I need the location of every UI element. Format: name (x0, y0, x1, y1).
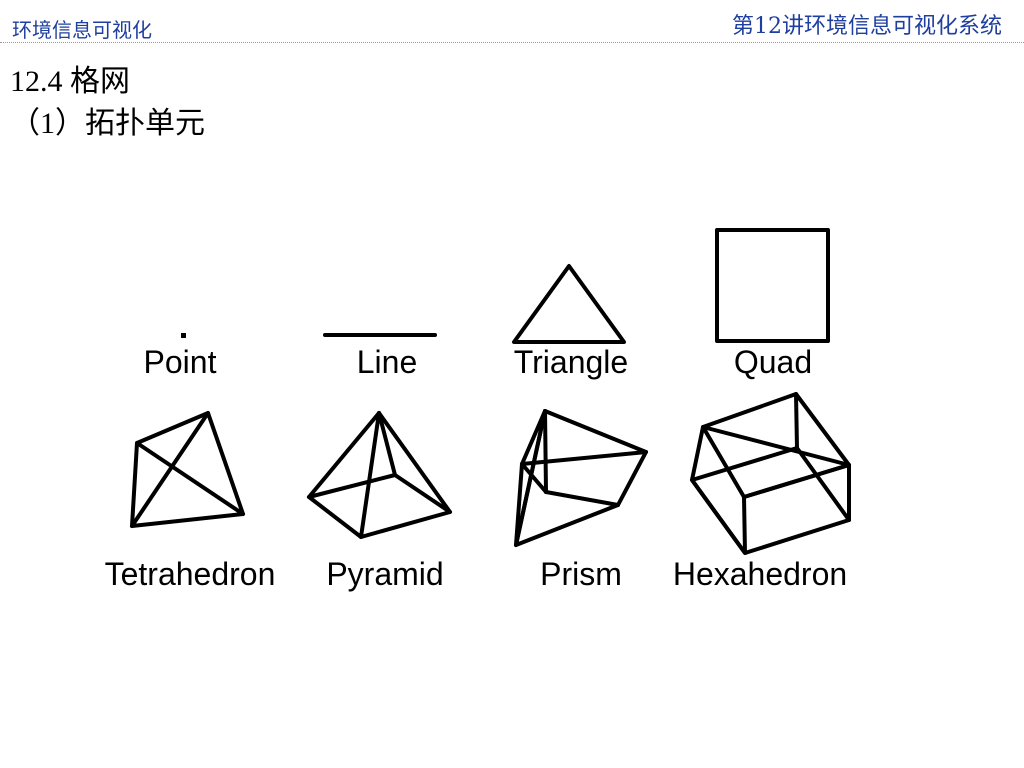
label-triangle: Triangle (514, 344, 628, 380)
tetrahedron-edge (135, 441, 245, 516)
pyramid-edge (307, 411, 381, 499)
prism-edge (520, 450, 648, 466)
point-shape (181, 333, 186, 338)
triangle-shape (512, 264, 626, 344)
label-tetrahedron: Tetrahedron (105, 556, 276, 592)
label-pyramid: Pyramid (326, 556, 443, 592)
prism-edge (544, 490, 620, 507)
label-point: Point (144, 344, 217, 380)
pyramid-edge (377, 411, 397, 477)
slide-subtitle: （1）拓扑单元 (10, 107, 205, 140)
tetrahedron-edge (130, 411, 210, 528)
cell-prism: Prism (514, 409, 648, 592)
pyramid-edge (377, 411, 452, 514)
header-left-title: 环境信息可视化 (12, 18, 152, 42)
cell-triangle: Triangle (512, 264, 628, 380)
prism-edge (543, 409, 548, 494)
cell-line: Line (323, 333, 437, 380)
header-right-title: 第12讲环境信息可视化系统 (732, 14, 1002, 39)
hexahedron-back (690, 446, 851, 555)
header-divider (0, 42, 1024, 43)
cell-tetrahedron: Tetrahedron (105, 411, 276, 592)
cell-hexahedron: Hexahedron (673, 392, 851, 592)
pyramid-edge (359, 411, 381, 539)
cell-point: Point (144, 333, 217, 380)
hexahedron-edge (794, 392, 799, 450)
tetrahedron-outline (130, 411, 245, 528)
hexahedron-face (701, 425, 851, 499)
label-hexahedron: Hexahedron (673, 556, 847, 592)
label-line: Line (357, 344, 418, 380)
cell-pyramid: Pyramid (307, 411, 452, 592)
quad-shape (715, 228, 830, 343)
cell-quad: Quad (715, 228, 830, 380)
label-prism: Prism (540, 556, 622, 592)
prism-edge (520, 462, 548, 494)
slide-title: 12.4 格网 (10, 65, 130, 98)
label-quad: Quad (734, 344, 812, 380)
